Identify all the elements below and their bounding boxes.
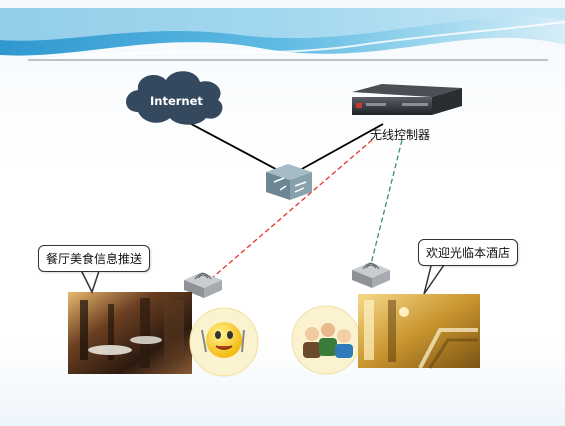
internet-cloud-icon: [126, 71, 223, 125]
wireless-controller-icon: [352, 84, 462, 115]
guests-icon: [291, 305, 361, 375]
hotel-lobby-photo: [358, 294, 480, 369]
hotel-callout-tail: [423, 261, 447, 295]
hotel-message-bubble: 欢迎光临本酒店: [418, 239, 519, 266]
header-banner: [0, 8, 565, 61]
eating-emoji-icon: [189, 307, 259, 377]
link-controller-ap-left: [211, 139, 373, 279]
link-controller-ap-right: [369, 139, 403, 269]
core-switch-icon: [266, 164, 312, 200]
internet-label: Internet: [150, 94, 203, 108]
link-controller-switch: [299, 123, 384, 171]
link-internet-switch: [179, 117, 288, 176]
restaurant-message-bubble: 餐厅美食信息推送: [38, 245, 151, 272]
restaurant-callout-tail: [79, 267, 101, 294]
restaurant-photo: [68, 292, 192, 374]
wireless-controller-label: 无线控制器: [370, 128, 431, 142]
restaurant-message-text: 餐厅美食信息推送: [46, 252, 143, 266]
access-point-left-icon: [184, 272, 222, 298]
access-point-right-icon: [352, 262, 390, 288]
hotel-message-text: 欢迎光临本酒店: [426, 246, 511, 260]
